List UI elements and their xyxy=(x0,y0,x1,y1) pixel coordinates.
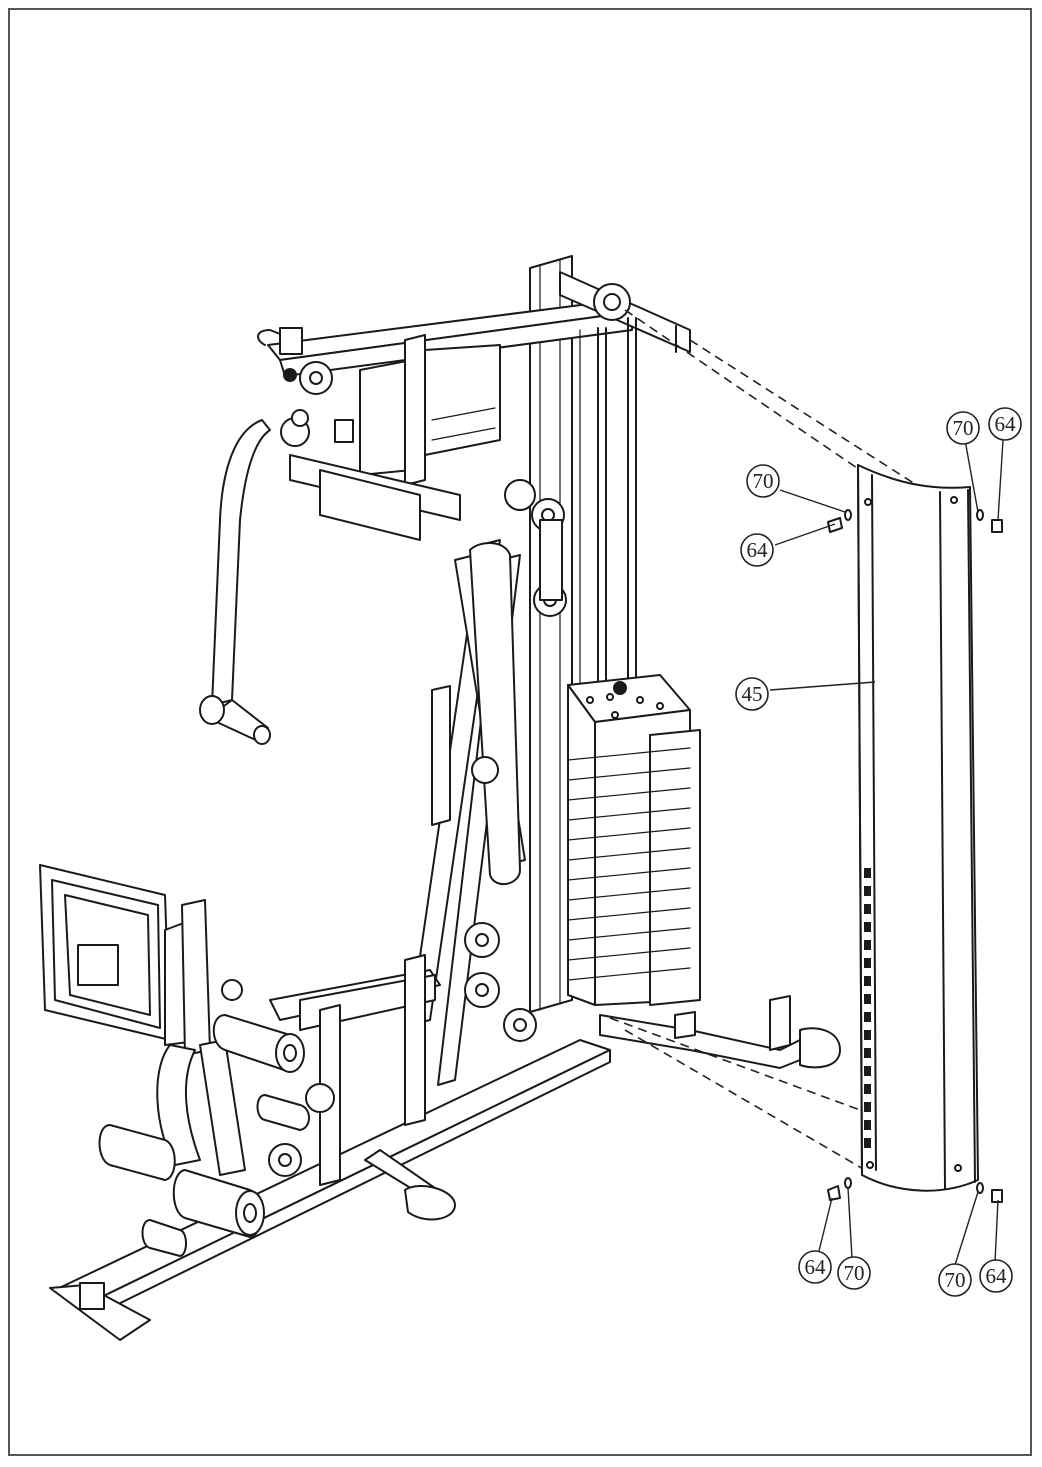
callout-70-bottom-right: 70 xyxy=(938,1263,972,1297)
callout-45: 45 xyxy=(735,677,769,711)
page-frame xyxy=(8,8,1032,1456)
fasteners xyxy=(827,509,1003,1203)
callout-label: 64 xyxy=(805,1255,827,1279)
callout-64-bottom-right: 64 xyxy=(979,1259,1013,1293)
gym-frame xyxy=(39,255,841,1341)
callout-label: 70 xyxy=(844,1261,865,1285)
callout-64-top-left: 64 xyxy=(740,533,774,567)
callout-label: 70 xyxy=(953,416,974,440)
callout-label: 45 xyxy=(742,682,763,706)
callout-label: 64 xyxy=(747,538,769,562)
callout-64-bottom-left: 64 xyxy=(798,1250,832,1284)
callout-70-top-left: 70 xyxy=(746,464,780,498)
shroud-slots xyxy=(864,868,871,1148)
callout-label: 70 xyxy=(753,469,774,493)
callout-64-top-right: 64 xyxy=(988,407,1022,441)
callout-leaders xyxy=(769,439,1004,1266)
callout-label: 70 xyxy=(945,1268,966,1292)
shroud-panel xyxy=(857,464,979,1192)
callout-label: 64 xyxy=(986,1264,1008,1288)
callout-label: 64 xyxy=(995,412,1017,436)
callout-70-top-right: 70 xyxy=(946,411,980,445)
callout-70-bottom-left: 70 xyxy=(837,1256,871,1290)
assembly-guide-lines xyxy=(609,309,941,1171)
